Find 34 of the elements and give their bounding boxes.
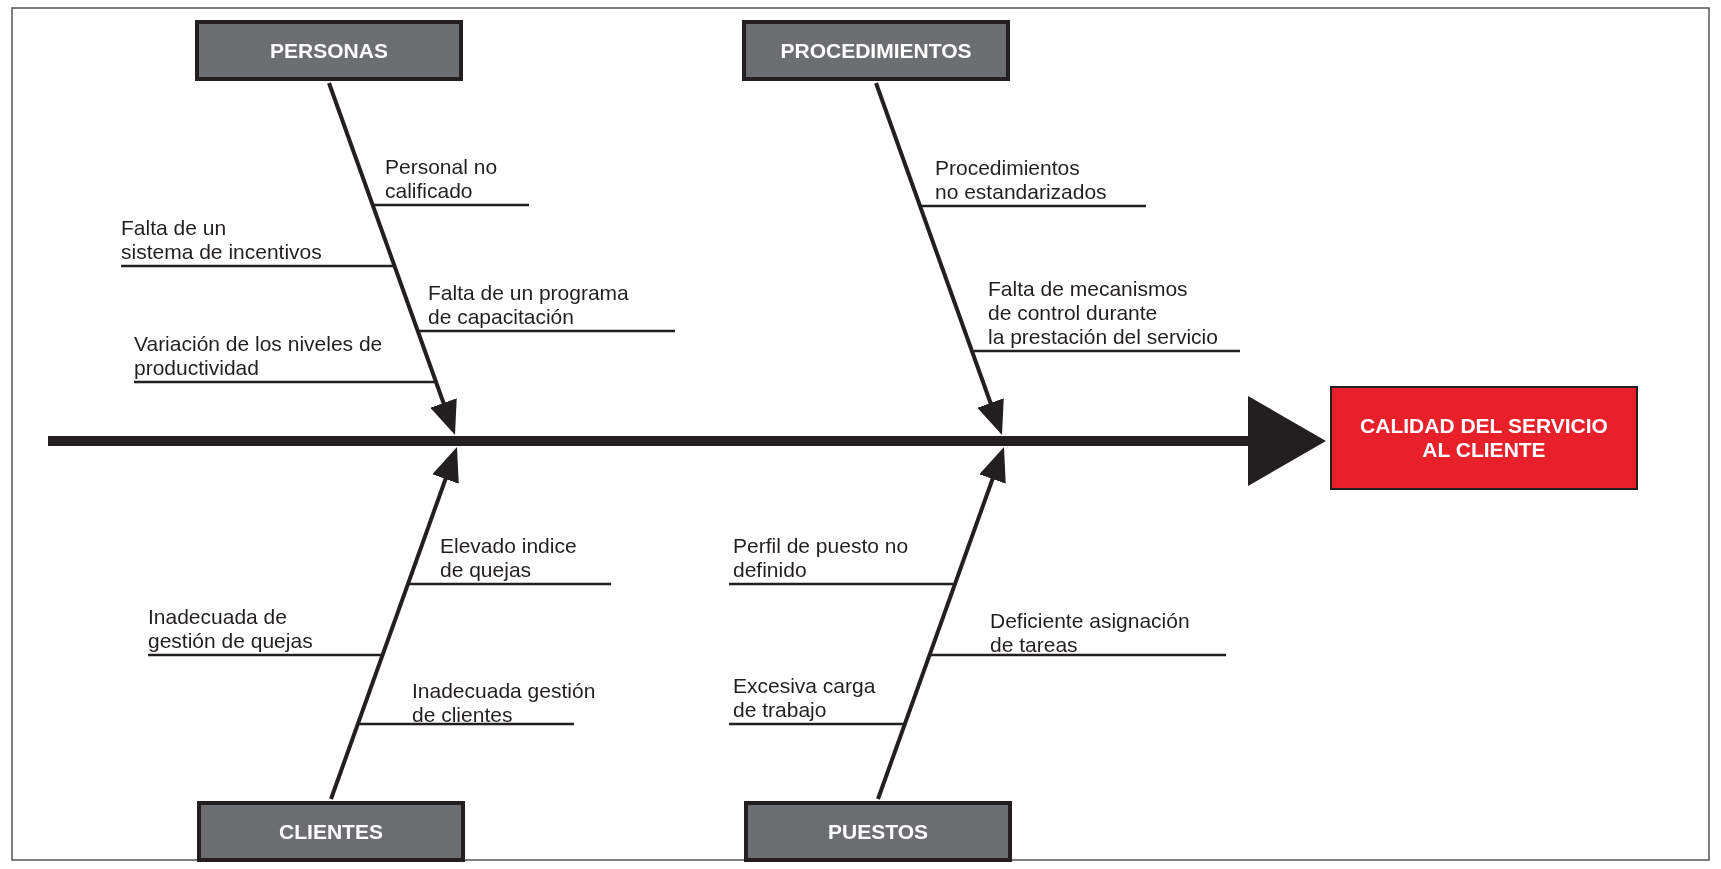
- leader-line: [121, 264, 395, 268]
- leader-line: [373, 203, 529, 207]
- spine-arrow: [48, 396, 1326, 486]
- leader-line: [408, 582, 611, 586]
- cause-text: Elevado indice de quejas: [440, 534, 611, 582]
- cause-text: Perfil de puesto no definido: [733, 534, 909, 582]
- leader-line: [974, 349, 1240, 353]
- category-box: PUESTOS: [744, 801, 1012, 862]
- cause-text: Falta de un sistema de incentivos: [121, 216, 322, 264]
- cause-text: Falta de mecanismos de control durante la prestación del servicio: [988, 277, 1240, 349]
- bone-arrow: [329, 447, 459, 800]
- leader-line: [358, 722, 574, 726]
- cause-text: Excesiva carga de trabajo: [733, 674, 876, 722]
- leader-line: [134, 380, 436, 384]
- leader-line: [930, 653, 1226, 657]
- bone-arrow: [876, 447, 1006, 800]
- leader-line: [729, 582, 953, 586]
- cause-text: Inadecuada gestión de clientes: [412, 679, 596, 727]
- category-box: PROCEDIMIENTOS: [742, 20, 1010, 81]
- cause-text: Falta de un programa de capacitación: [428, 281, 675, 329]
- cause-text: Deficiente asignación de tareas: [990, 609, 1226, 657]
- category-box: CLIENTES: [197, 801, 465, 862]
- cause-text: Personal no calificado: [385, 155, 529, 203]
- bone-arrow: [874, 82, 1004, 435]
- cause-text: Inadecuada de gestión de quejas: [148, 605, 313, 653]
- cause-text: Variación de los niveles de productividad: [134, 332, 383, 380]
- leader-line: [418, 329, 675, 333]
- leader-line: [148, 653, 381, 657]
- leader-line: [921, 204, 1146, 208]
- category-box: PERSONAS: [195, 20, 463, 81]
- cause-text: Procedimientos no estandarizados: [935, 156, 1146, 204]
- effect-box: CALIDAD DEL SERVICIO AL CLIENTE: [1330, 386, 1638, 490]
- bone-arrow: [327, 82, 457, 435]
- leader-line: [729, 722, 905, 726]
